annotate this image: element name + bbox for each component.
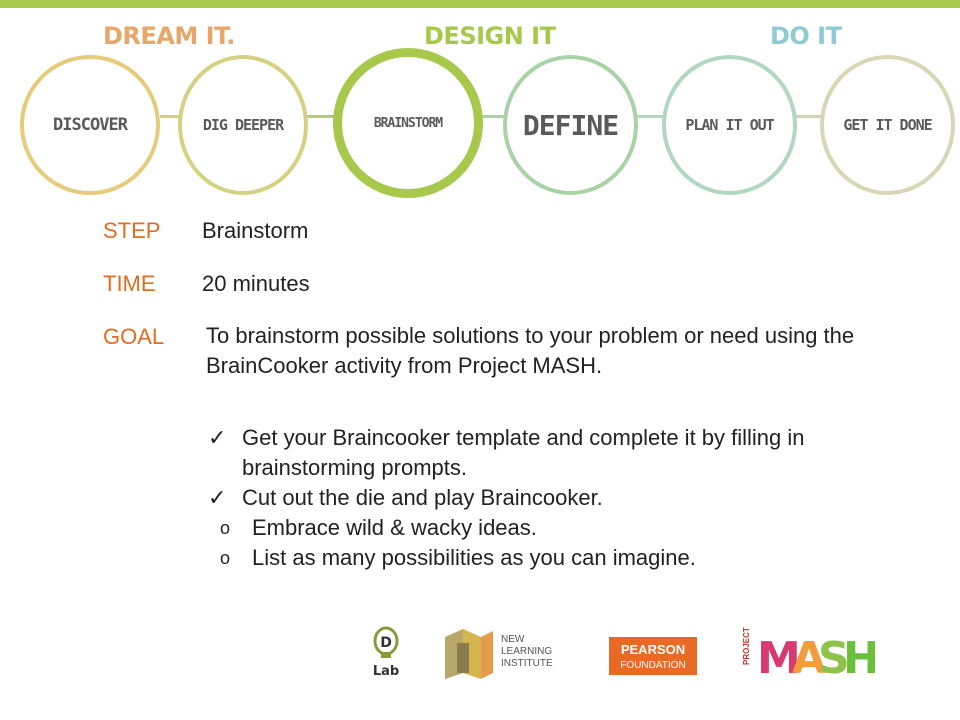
process-track: DISCOVER DIG DEEPER BRAINSTORM DEFINE PL…	[0, 40, 960, 200]
pearson-line2: FOUNDATION	[620, 660, 685, 671]
goal-text: To brainstorm possible solutions to your…	[206, 323, 855, 378]
top-accent-bar	[0, 0, 960, 8]
mash-prefix: PROJECT	[742, 627, 751, 665]
dlab-superscript: D	[380, 635, 392, 651]
connector	[475, 115, 510, 118]
nli-line2: LEARNING	[501, 646, 552, 657]
step-value: Brainstorm	[202, 218, 309, 243]
sub-list-item-text: List as many possibilities as you can im…	[252, 545, 696, 570]
step-label: DEFINE	[522, 108, 619, 142]
phase-dream-it: DREAM IT.	[103, 22, 235, 50]
checklist: ✓ Get your Braincooker template and comp…	[206, 423, 926, 573]
circle-bullet-icon: o	[220, 518, 231, 538]
nli-line3: INSTITUTE	[501, 658, 553, 669]
dlab-bulb-icon: D Lab	[373, 626, 399, 679]
time-value: 20 minutes	[202, 271, 310, 296]
step-label: STEP	[103, 218, 161, 243]
mash-letter-s: S	[818, 633, 850, 683]
pearson-wordmark: PEARSON FOUNDATION	[620, 642, 685, 671]
mash-letter-a: A	[792, 633, 826, 683]
nli-cube-icon: NEW LEARNING INSTITUTE	[445, 629, 553, 679]
step-label: BRAINSTORM	[373, 115, 443, 131]
step-dig-deeper[interactable]: DIG DEEPER	[178, 55, 308, 195]
project-mash-logo: PROJECT M A S H	[735, 625, 880, 684]
checklist-item: ✓ Get your Braincooker template and comp…	[206, 423, 926, 483]
connector	[160, 115, 190, 118]
checklist-item-text: Get your Braincooker template and comple…	[242, 425, 805, 480]
nli-logo: NEW LEARNING INSTITUTE	[443, 625, 578, 683]
step-label: PLAN IT OUT	[685, 116, 774, 134]
mash-letter-m: M	[757, 633, 801, 683]
checklist-item: ✓ Cut out the die and play Braincooker.	[206, 483, 926, 513]
sub-list-wrapper: o Embrace wild & wacky ideas. o List as …	[206, 513, 926, 573]
check-icon: ✓	[208, 425, 227, 450]
sub-list-item: o Embrace wild & wacky ideas.	[170, 513, 926, 543]
nli-line1: NEW	[501, 634, 525, 645]
pearson-line1: PEARSON	[621, 642, 685, 657]
step-label: DISCOVER	[53, 115, 128, 135]
step-label: DIG DEEPER	[202, 116, 284, 134]
step-label: GET IT DONE	[843, 116, 932, 134]
dlab-text: Lab	[373, 664, 399, 679]
pearson-foundation-logo: PEARSON FOUNDATION	[609, 637, 697, 675]
checklist-item-text: Cut out the die and play Braincooker.	[242, 485, 603, 510]
sub-list-item: o List as many possibilities as you can …	[170, 543, 926, 573]
sub-list: o Embrace wild & wacky ideas. o List as …	[170, 513, 926, 573]
mash-letter-h: H	[843, 633, 875, 683]
sub-list-item-text: Embrace wild & wacky ideas.	[252, 515, 537, 540]
check-icon: ✓	[208, 485, 227, 510]
step-discover[interactable]: DISCOVER	[20, 55, 160, 195]
mash-wordmark: PROJECT M A S H	[742, 627, 880, 684]
phase-do-it: DO IT	[770, 22, 842, 50]
step-define[interactable]: DEFINE	[503, 55, 638, 195]
time-label: TIME	[103, 271, 156, 296]
step-plan-it-out[interactable]: PLAN IT OUT	[662, 55, 797, 195]
connector	[790, 115, 825, 118]
goal-label: GOAL	[103, 324, 165, 349]
dlab-logo: D Lab	[368, 625, 404, 683]
step-brainstorm[interactable]: BRAINSTORM	[333, 48, 483, 198]
connector	[305, 115, 345, 118]
connector	[630, 115, 670, 118]
step-get-it-done[interactable]: GET IT DONE	[820, 55, 955, 195]
phase-design-it: DESIGN IT	[424, 22, 556, 50]
circle-bullet-icon: o	[220, 548, 231, 568]
